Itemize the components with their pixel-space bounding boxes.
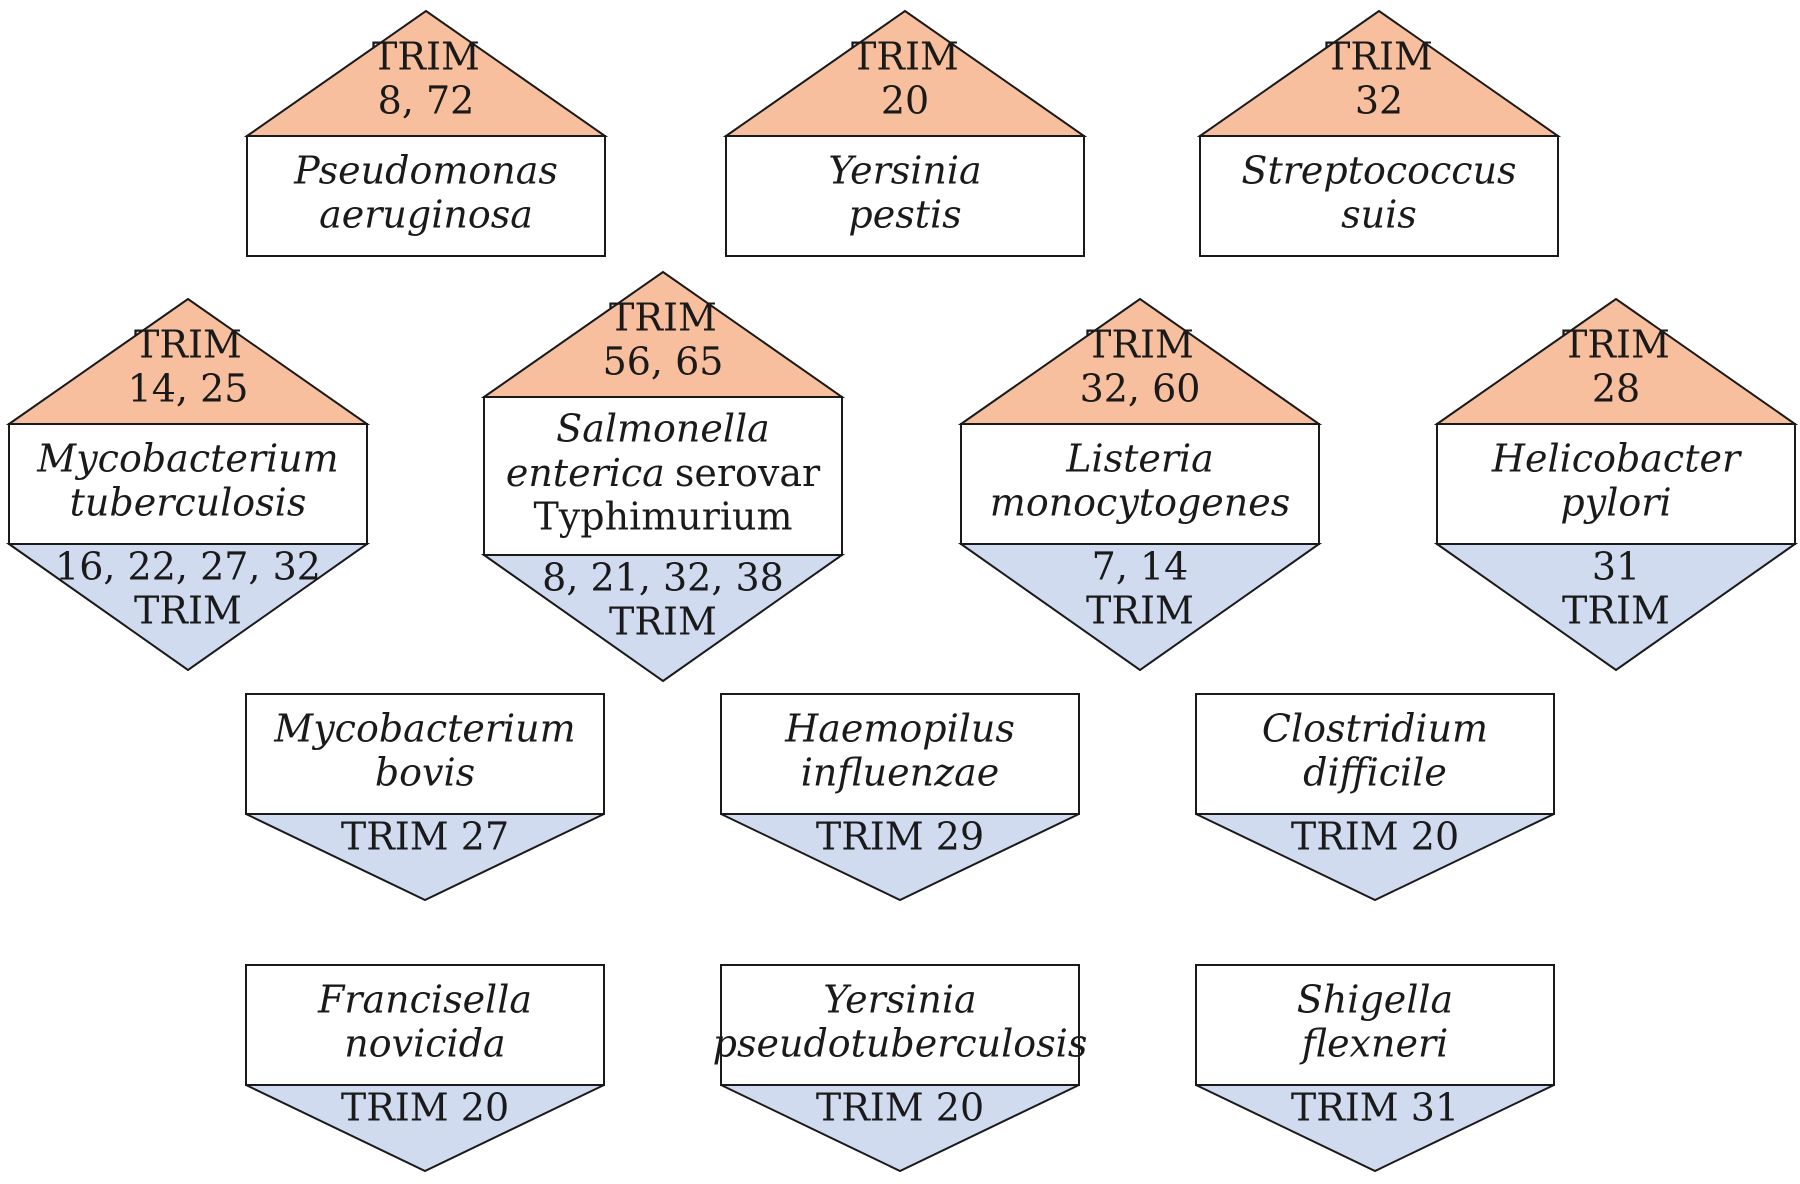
species-box [245, 964, 605, 1086]
species-epithet: pseudotuberculosis [713, 1022, 1088, 1066]
species-epithet: novicida [344, 1022, 505, 1066]
species-genus: Helicobacter [1491, 437, 1743, 481]
down-trim-label: 16, 22, 27, 32 [55, 545, 321, 589]
up-trim-label: 32, 60 [1080, 367, 1201, 411]
species-genus: Shigella [1297, 978, 1453, 1022]
species-epithet: enterica [506, 451, 665, 495]
up-trim-label: 20 [881, 79, 929, 123]
species-serovar-name: Typhimurium [533, 495, 792, 539]
up-trim-label: TRIM [372, 35, 480, 79]
species-epithet: influenzae [801, 751, 1000, 795]
species-box [1195, 964, 1555, 1086]
species-box [1436, 423, 1796, 545]
down-trim-label: TRIM 20 [341, 1086, 509, 1130]
up-trim-label: TRIM [609, 296, 717, 340]
species-epithet: pylori [1560, 481, 1671, 525]
up-trim-label: TRIM [134, 323, 242, 367]
species-epithet: tuberculosis [70, 481, 307, 525]
species-serovar: serovar [675, 451, 821, 495]
species-epithet: flexneri [1299, 1022, 1449, 1066]
species-genus: Streptococcus [1241, 149, 1516, 193]
up-trim-label: TRIM [1562, 323, 1670, 367]
species-box [483, 396, 843, 556]
species-box [1199, 135, 1559, 257]
down-trim-label: TRIM 27 [341, 815, 509, 859]
species-genus: Clostridium [1262, 707, 1488, 751]
species-epithet: monocytogenes [990, 481, 1290, 525]
species-epithet: bovis [375, 751, 475, 795]
down-trim-label: TRIM 31 [1291, 1086, 1459, 1130]
species-genus: Francisella [317, 978, 532, 1022]
up-trim-label: 28 [1592, 367, 1640, 411]
up-trim-label: 56, 65 [603, 340, 724, 384]
species-box [720, 964, 1080, 1086]
species-epithet: pestis [848, 193, 961, 237]
up-trim-label: 8, 72 [378, 79, 475, 123]
species-genus: Listeria [1065, 437, 1214, 481]
down-trim-label: TRIM [1086, 589, 1194, 633]
species-epithet: aeruginosa [319, 193, 533, 237]
down-trim-label: TRIM 29 [816, 815, 984, 859]
species-epithet: suis [1341, 193, 1417, 237]
up-trim-label: 14, 25 [128, 367, 249, 411]
species-genus: Pseudomonas [293, 149, 558, 193]
species-box [246, 135, 606, 257]
species-genus: Yersinia [823, 978, 976, 1022]
species-box [720, 693, 1080, 815]
up-trim-label: TRIM [1086, 323, 1194, 367]
species-genus: Yersinia [828, 149, 981, 193]
down-trim-label: TRIM 20 [816, 1086, 984, 1130]
down-trim-label: 8, 21, 32, 38 [542, 556, 784, 600]
up-trim-label: TRIM [851, 35, 959, 79]
species-genus: Mycobacterium [36, 437, 338, 481]
down-trim-label: 7, 14 [1092, 545, 1189, 589]
species-box [245, 693, 605, 815]
up-trim-label: 32 [1355, 79, 1403, 123]
species-box [1195, 693, 1555, 815]
down-trim-label: TRIM [1562, 589, 1670, 633]
down-trim-label: TRIM [134, 589, 242, 633]
species-box [960, 423, 1320, 545]
down-trim-label: TRIM [609, 600, 717, 644]
species-genus: Salmonella [556, 407, 770, 451]
up-trim-label: TRIM [1325, 35, 1433, 79]
species-genus: Haemopilus [784, 707, 1015, 751]
species-genus: Mycobacterium [273, 707, 575, 751]
species-box [725, 135, 1085, 257]
species-epithet: difficile [1303, 751, 1447, 795]
down-trim-label: 31 [1592, 545, 1640, 589]
down-trim-label: TRIM 20 [1291, 815, 1459, 859]
species-box [8, 423, 368, 545]
